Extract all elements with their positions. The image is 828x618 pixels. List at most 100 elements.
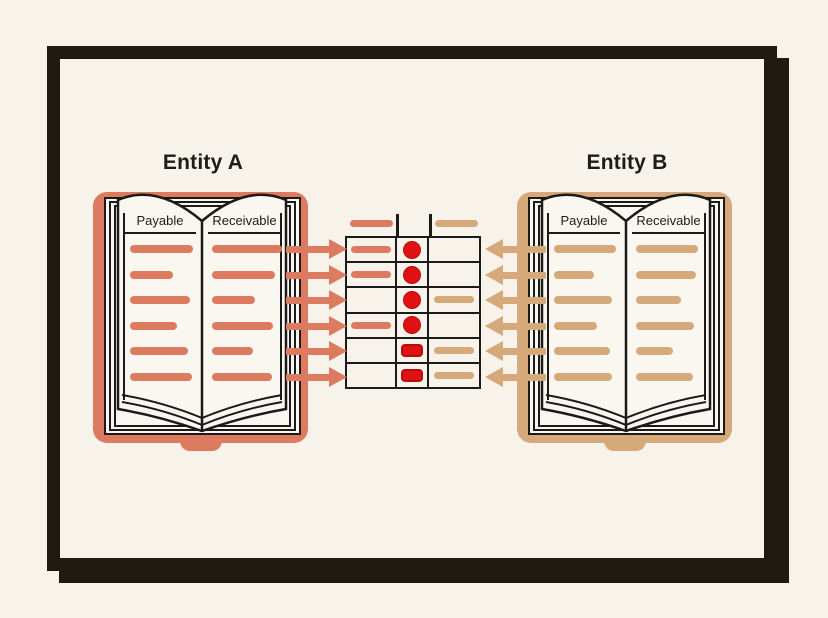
table-header-dash-right: [435, 220, 478, 227]
entity-a-page-bottom-curve-1: [121, 401, 283, 427]
flow-arrow-a-shaft: [286, 271, 331, 279]
flow-arrow-b-head: [485, 367, 503, 387]
payable-cell: [347, 288, 397, 312]
flow-arrow-b-shaft: [502, 271, 546, 279]
flow-arrow-b-shaft: [502, 347, 546, 355]
entity-b-payable-entry-line: [554, 296, 612, 304]
receivable-entry-dash: [434, 371, 474, 379]
match-row: [347, 363, 479, 388]
entity-a-receivable-entry-line: [212, 245, 282, 253]
entity-a-receivable-entry-line: [212, 296, 255, 304]
marker-cell: [397, 288, 429, 312]
match-row: [347, 263, 479, 289]
entity-b-title: Entity B: [586, 151, 668, 174]
flow-arrow-a-head: [329, 367, 347, 387]
marker-cell: [397, 263, 429, 287]
match-row: [347, 238, 479, 264]
entity-b-book: [517, 192, 732, 451]
entity-b-payable-entry-line: [554, 271, 594, 279]
entity-b-payable-entry-line: [554, 245, 616, 253]
payable-entry-dash: [351, 246, 391, 254]
entity-a-receivable-entry-line: [212, 322, 273, 330]
entity-b-receivable-header: Receivable: [636, 213, 701, 228]
flow-arrow-b-shaft: [502, 245, 546, 253]
flow-arrow-a-shaft: [286, 347, 331, 355]
entity-b-receivable-entry-line: [636, 245, 698, 253]
match-marker-circle: [403, 240, 421, 259]
receivable-cell: [429, 263, 479, 286]
payable-cell: [347, 263, 397, 287]
entity-a-payable-entry-line: [130, 373, 192, 381]
flow-arrow-b-shaft: [502, 373, 546, 381]
flow-arrow-b-head: [485, 316, 503, 336]
receivable-entry-dash: [434, 346, 474, 354]
flow-arrow-b-head: [485, 290, 503, 310]
entity-a-payable-entry-line: [130, 296, 190, 304]
entity-b-receivable-entry-line: [636, 271, 696, 279]
entity-b-page-bottom-curve-2: [545, 394, 707, 420]
entity-a-book: [93, 192, 308, 451]
entity-a-receivable-entry-line: [212, 347, 253, 355]
match-marker-circle: [403, 316, 421, 335]
entity-b-payable-entry-line: [554, 347, 610, 355]
flow-arrow-b-head: [485, 239, 503, 259]
entity-b-payable-entry-line: [554, 373, 612, 381]
marker-cell: [397, 363, 429, 388]
marker-cell: [397, 313, 429, 337]
diagram-frame: [47, 46, 777, 571]
flow-arrow-a-head: [329, 290, 347, 310]
entity-a-payable-entry-line: [130, 271, 173, 279]
entity-a-receivable-entry-line: [212, 373, 272, 381]
flow-arrow-a-head: [329, 239, 347, 259]
flow-arrow-a-shaft: [286, 245, 331, 253]
match-marker-circle: [403, 265, 421, 284]
receivable-cell: [429, 314, 479, 337]
flow-arrow-b-head: [485, 341, 503, 361]
flow-arrow-a-head: [329, 316, 347, 336]
reconciliation-matching-table: [345, 236, 481, 389]
match-marker-square: [401, 368, 423, 382]
flow-arrow-a-shaft: [286, 296, 331, 304]
flow-arrow-b-shaft: [502, 322, 546, 330]
entity-a-receivable-header: Receivable: [212, 213, 277, 228]
receivable-entry-dash: [434, 296, 474, 304]
receivable-cell: [429, 339, 479, 362]
flow-arrow-a-shaft: [286, 322, 331, 330]
entity-a-payable-header: Payable: [136, 213, 184, 228]
flow-arrow-b-shaft: [502, 296, 546, 304]
marker-cell: [397, 238, 429, 262]
table-column-extension-line-left: [396, 214, 399, 238]
entity-a-title: Entity A: [162, 151, 244, 174]
entity-b-payable-header: Payable: [560, 213, 608, 228]
flow-arrow-b-head: [485, 265, 503, 285]
payable-cell: [347, 313, 397, 337]
receivable-cell: [429, 364, 479, 387]
payable-cell: [347, 238, 397, 262]
match-marker-square: [401, 343, 423, 357]
entity-b-receivable-entry-line: [636, 347, 673, 355]
receivable-cell: [429, 288, 479, 311]
flow-arrow-a-shaft: [286, 373, 331, 381]
receivable-cell: [429, 238, 479, 261]
match-row: [347, 313, 479, 339]
payable-entry-dash: [351, 271, 391, 279]
match-row: [347, 288, 479, 314]
entity-b-receivable-entry-line: [636, 373, 693, 381]
entity-a-payable-entry-line: [130, 245, 193, 253]
entity-b-page-bottom-curve-1: [545, 401, 707, 427]
entity-b-receivable-entry-line: [636, 322, 694, 330]
table-header-dash-left: [350, 220, 393, 227]
flow-arrow-a-head: [329, 265, 347, 285]
entity-b-payable-entry-line: [554, 322, 597, 330]
payable-cell: [347, 338, 397, 362]
entity-b-receivable-entry-line: [636, 296, 681, 304]
payable-cell: [347, 363, 397, 388]
marker-cell: [397, 338, 429, 362]
match-marker-circle: [403, 290, 421, 309]
payable-entry-dash: [351, 321, 391, 329]
flow-arrow-a-head: [329, 341, 347, 361]
match-row: [347, 338, 479, 364]
table-column-extension-line-right: [429, 214, 432, 238]
entity-a-receivable-entry-line: [212, 271, 275, 279]
